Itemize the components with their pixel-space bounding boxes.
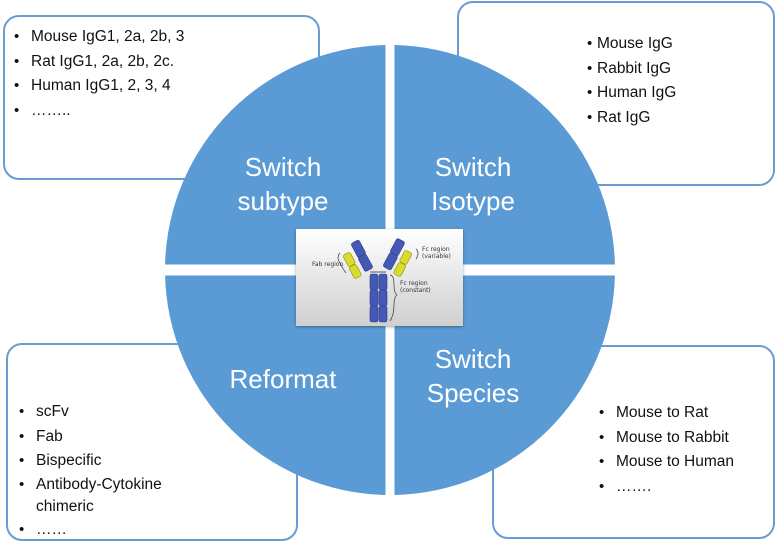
subtype-examples-list: Mouse IgG1, 2a, 2b, 3 Rat IgG1, 2a, 2b, … — [9, 25, 184, 123]
fab-region-label: Fab region — [312, 261, 343, 268]
antibody-structure-icon: Fab region Fc region (variable) Fc regio… — [312, 238, 451, 323]
fc-variable-sublabel: (variable) — [422, 253, 451, 260]
fab-brace — [337, 252, 347, 274]
left-heavy-chain — [351, 239, 373, 272]
list-item: Mouse IgG — [587, 32, 676, 57]
list-item: ……. — [594, 475, 734, 500]
isotype-examples-list: Mouse IgG Rabbit IgG Human IgG Rat IgG — [587, 32, 676, 130]
list-item: Rabbit IgG — [587, 57, 676, 82]
list-item: Human IgG — [587, 81, 676, 106]
quadrant-isotype — [394, 45, 615, 265]
list-item: Mouse to Human — [594, 450, 734, 475]
reformat-examples-list: scFv Fab Bispecific Antibody-Cytokine ch… — [14, 400, 186, 542]
fc-variable-brace — [415, 248, 419, 260]
list-item: scFv — [14, 400, 186, 425]
right-light-chain — [393, 250, 412, 277]
list-item: Fab — [14, 425, 186, 450]
label-line: subtype — [237, 186, 329, 216]
antibody-structure-figure: Fab region Fc region (variable) Fc regio… — [296, 229, 463, 326]
fc-variable-label: Fc region — [422, 246, 450, 253]
quadrant-label-reformat: Reformat — [183, 362, 383, 396]
list-item: Rat IgG1, 2a, 2b, 2c. — [9, 50, 184, 75]
list-item: Bispecific — [14, 449, 186, 474]
quadrant-reformat — [165, 275, 386, 495]
label-line: Switch — [434, 344, 512, 374]
label-line: Species — [426, 378, 520, 408]
left-light-chain — [343, 252, 362, 279]
list-item: Mouse to Rat — [594, 401, 734, 426]
right-heavy-chain — [383, 238, 405, 271]
list-item: Mouse to Rabbit — [594, 426, 734, 451]
fc-stem — [369, 273, 388, 323]
list-item: …… — [14, 518, 186, 543]
quadrant-subtype — [165, 45, 386, 265]
list-item: Human IgG1, 2, 3, 4 — [9, 74, 184, 99]
list-item: Mouse IgG1, 2a, 2b, 3 — [9, 25, 184, 50]
quadrant-label-species: Switch Species — [373, 342, 573, 410]
list-item: …….. — [9, 99, 184, 124]
quadrant-label-subtype: Switch subtype — [183, 150, 383, 218]
label-line: Switch — [244, 152, 322, 182]
list-item: Antibody-Cytokine chimeric — [14, 474, 186, 518]
list-item: Rat IgG — [587, 106, 676, 131]
fc-constant-label: Fc region — [400, 280, 428, 287]
quadrant-label-isotype: Switch Isotype — [373, 150, 573, 218]
quadrant-species — [394, 275, 615, 495]
fc-constant-brace — [389, 274, 398, 322]
label-line: Isotype — [431, 186, 515, 216]
label-line: Reformat — [229, 364, 337, 394]
label-line: Switch — [434, 152, 512, 182]
species-examples-list: Mouse to Rat Mouse to Rabbit Mouse to Hu… — [594, 401, 734, 499]
fc-constant-sublabel: (constant) — [400, 287, 431, 294]
